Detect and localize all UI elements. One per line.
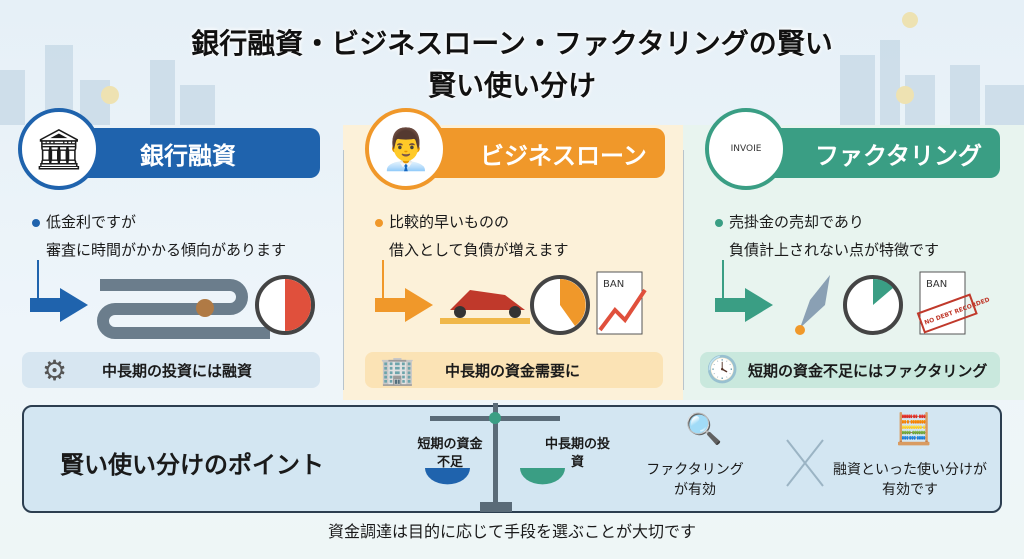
points-heading: 賢い使い分けのポイント: [60, 451, 324, 479]
rocket-icon: [800, 275, 830, 328]
calculator-icon: 🧮: [895, 412, 933, 447]
gear-icon: ⚙: [42, 353, 68, 387]
fast-car-illustration: BAN: [375, 260, 647, 335]
loan-description: 比較的早いものの借入として負債が増えます: [375, 208, 569, 264]
building-icon: 🏢: [380, 353, 415, 387]
slow-road-illustration: [30, 260, 315, 339]
bank-recommendation: ⚙中長期の投資には融資: [22, 352, 320, 388]
cross-icon: [786, 439, 824, 487]
clock-icon: 🕓: [706, 355, 739, 385]
left-pan-label: 短期の資金不足: [417, 437, 483, 470]
document-icon: [919, 271, 966, 335]
factoring-description: 売掛金の売却であり負債計上されない点が特徴です: [715, 208, 939, 264]
snail-icon: [196, 299, 214, 317]
factoring-recommendation: 🕓短期の資金不足にはファクタリング: [700, 352, 1000, 388]
svg-text:BAN: BAN: [926, 279, 947, 290]
loan-effective-text: 融資といった使い分けが有効です: [833, 462, 987, 498]
divider: [683, 150, 684, 390]
race-car-icon: [450, 290, 525, 310]
page-title-line1: 銀行融資・ビジネスローン・ファクタリングの賢い: [191, 27, 833, 60]
bank-description: 低金利ですが審査に時間がかかる傾向があります: [32, 208, 286, 264]
points-panel: [22, 405, 1002, 513]
business-loan-title: ビジネスローン: [480, 141, 647, 170]
right-pan-label: 中長期の投資: [544, 437, 610, 470]
city-skyline-background: [0, 12, 1024, 125]
divider: [343, 150, 344, 390]
magnifier-icon: 🔍: [685, 412, 723, 447]
page-title-line2: 賢い使い分け: [427, 69, 596, 102]
bank-icon: 🏛: [18, 108, 100, 190]
balance-scale-icon: [425, 403, 565, 512]
factoring-title: ファクタリング: [815, 141, 983, 170]
footer-message: 資金調達は目的に応じて手段を選ぶことが大切です: [327, 522, 696, 541]
factoring-effective-text: ファクタリングが有効: [646, 462, 744, 498]
loan-recommendation: 🏢中長期の資金需要に: [365, 352, 663, 388]
bank-loan-title: 銀行融資: [140, 141, 236, 170]
invoice-hand-icon: INVOIE: [705, 108, 787, 190]
rocket-illustration: BAN NO DEBT RECORDED: [715, 260, 991, 335]
svg-text:BAN: BAN: [603, 279, 624, 290]
businessman-icon: 👨‍💼: [365, 108, 447, 190]
